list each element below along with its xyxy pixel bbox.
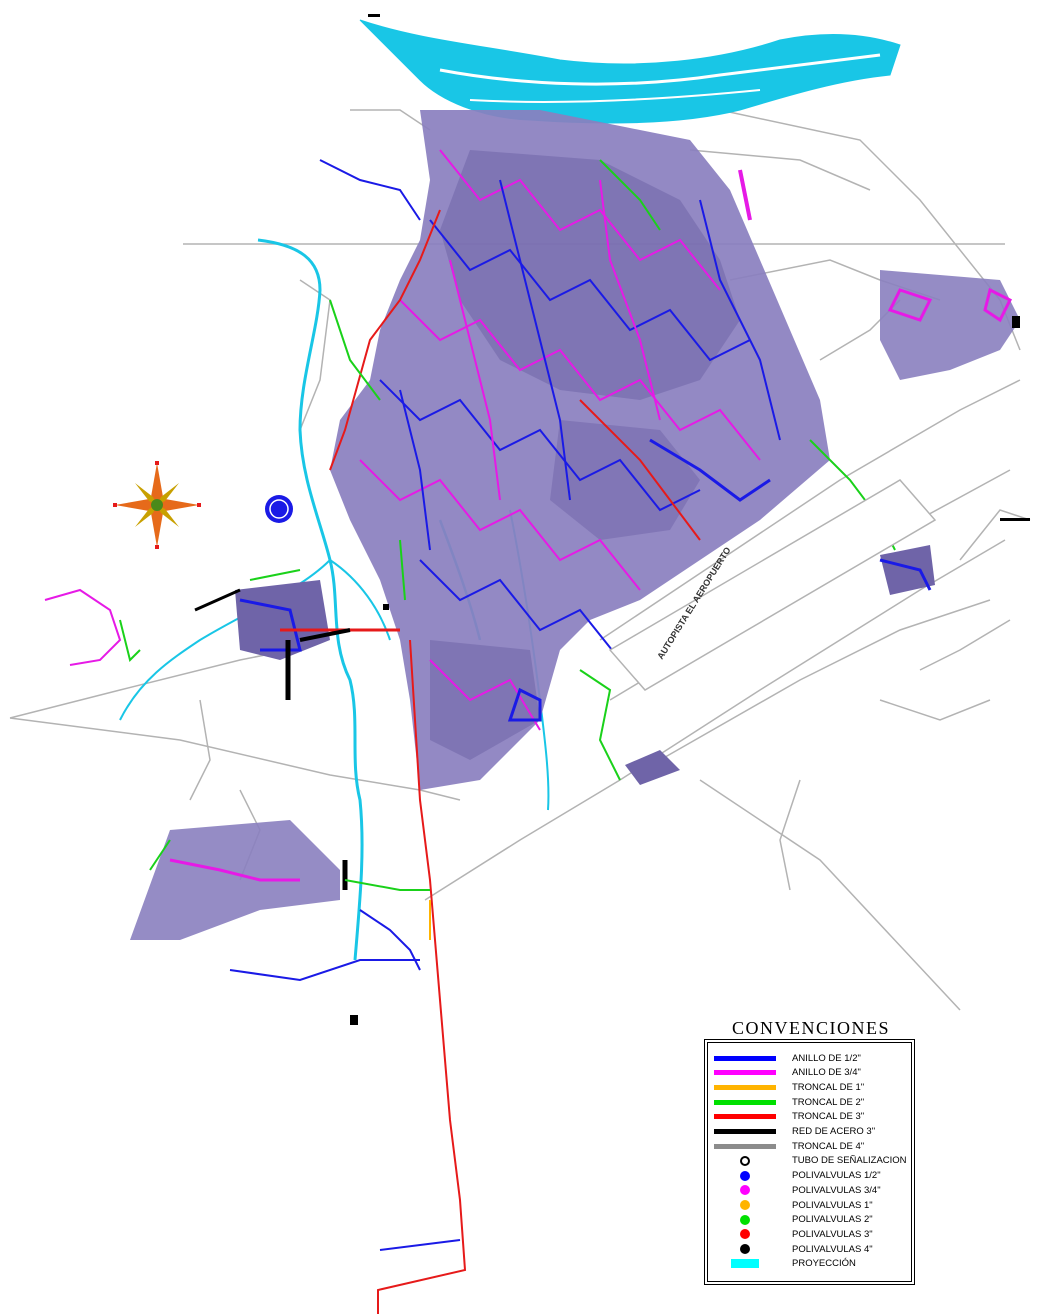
legend-label: TRONCAL DE 2" <box>792 1096 865 1108</box>
distribution-network <box>44 149 1013 1251</box>
legend-symbol-dot <box>740 1185 750 1196</box>
legend-label: PROYECCIÓN <box>792 1258 856 1270</box>
compass-rose-icon <box>113 461 201 549</box>
legend-symbol-dot <box>740 1229 750 1240</box>
legend-item: POLIVALVULAS 1" <box>714 1198 873 1212</box>
legend-label: POLIVALVULAS 2" <box>792 1214 873 1226</box>
legend-symbol-ring <box>740 1155 750 1166</box>
legend-item: RED DE ACERO 3" <box>714 1125 875 1139</box>
legend-label: POLIVALVULAS 4" <box>792 1243 873 1255</box>
legend-symbol-line <box>714 1070 776 1076</box>
legend-item: ANILLO DE 3/4" <box>714 1066 861 1080</box>
legend-label: POLIVALVULAS 3/4" <box>792 1184 881 1196</box>
legend-symbol-dot <box>740 1200 750 1210</box>
legend-symbol-dot <box>740 1170 750 1181</box>
legend-label: TRONCAL DE 1" <box>792 1081 865 1093</box>
legend-title: CONVENCIONES <box>731 1018 890 1038</box>
legend-symbol-line <box>714 1143 776 1149</box>
legend-symbol-dot <box>740 1214 750 1225</box>
legend-label: POLIVALVULAS 3" <box>792 1228 873 1240</box>
legend-item: TRONCAL DE 3" <box>714 1110 864 1124</box>
legend-item: POLIVALVULAS 3" <box>714 1227 873 1241</box>
block-markers <box>350 14 1030 1025</box>
legend-item: TRONCAL DE 4" <box>714 1139 864 1153</box>
legend-item: POLIVALVULAS 2" <box>714 1213 873 1227</box>
legend-label: ANILLO DE 1/2" <box>792 1052 861 1064</box>
legend-item: POLIVALVULAS 3/4" <box>714 1183 881 1197</box>
legend-symbol-dot <box>740 1244 750 1255</box>
legend-item: POLIVALVULAS 4" <box>714 1242 873 1256</box>
legend-label: ANILLO DE 3/4" <box>792 1067 861 1079</box>
legend-symbol-line <box>714 1114 776 1120</box>
legend-symbol-line <box>714 1099 776 1105</box>
city-seal-icon <box>265 495 293 523</box>
legend-label: TRONCAL DE 4" <box>792 1140 865 1152</box>
legend-symbol-box <box>731 1259 759 1269</box>
legend-symbol-line <box>714 1055 776 1061</box>
legend-item: TRONCAL DE 2" <box>714 1095 864 1109</box>
legend: ANILLO DE 1/2" ANILLO DE 3/4" TRONCAL DE 1… <box>704 1039 915 1285</box>
trunk-lines <box>119 159 896 1314</box>
legend-item: POLIVALVULAS 1/2" <box>714 1169 881 1183</box>
legend-item: PROYECCIÓN <box>714 1257 856 1271</box>
legend-item: ANILLO DE 1/2" <box>714 1051 861 1065</box>
legend-symbol-line <box>714 1084 776 1090</box>
legend-label: RED DE ACERO 3" <box>792 1126 876 1137</box>
legend-label: POLIVALVULAS 1/2" <box>792 1170 881 1182</box>
legend-label: TRONCAL DE 3" <box>792 1111 865 1123</box>
legend-item: TUBO DE SEÑALIZACION <box>714 1154 907 1168</box>
legend-symbol-line <box>714 1129 776 1134</box>
legend-item: TRONCAL DE 1" <box>714 1080 864 1094</box>
legend-label: POLIVALVULAS 1" <box>792 1199 873 1211</box>
legend-label: TUBO DE SEÑALIZACION <box>792 1155 907 1167</box>
